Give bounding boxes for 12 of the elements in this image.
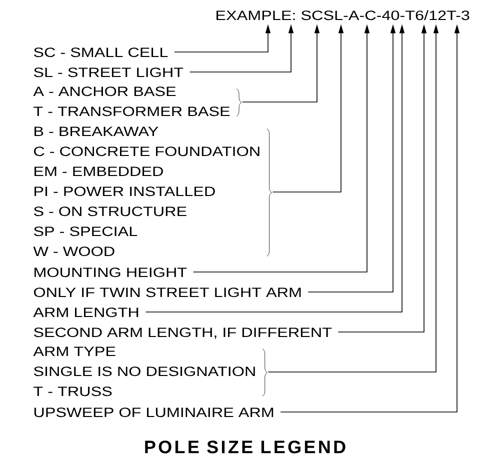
example-code: EXAMPLE: SCSL-A-C-40-T6/12T-3 [216, 10, 470, 20]
legend-entry: UPSWEEP OF LUMINAIRE ARM [34, 408, 274, 418]
legend-entry-group: ARM TYPE SINGLE IS NO DESIGNATION T - TRUSS [33, 346, 255, 396]
legend-entry: SECOND ARM LENGTH, IF DIFFERENT [34, 328, 332, 339]
legend-entry: ARM LENGTH [33, 308, 138, 318]
legend-entry: SC - SMALL CELL [34, 48, 168, 58]
legend-entry-group: A - ANCHOR BASE T - TRANSFORMER BASE [33, 86, 230, 116]
legend-entry-group: B - BREAKAWAY C - CONCRETE FOUNDATION EM - EMBEDDED PI - POWER INSTALLED S - ON STRUCTURE SP - SPECIAL W - WOOD [33, 126, 260, 256]
title: POLE SIZE LEGEND [145, 440, 346, 454]
legend-entry: ONLY IF TWIN STREET LIGHT ARM [34, 288, 301, 298]
legend-entry: MOUNTING HEIGHT [34, 268, 187, 278]
legend-entry: SL - STREET LIGHT [34, 68, 184, 78]
